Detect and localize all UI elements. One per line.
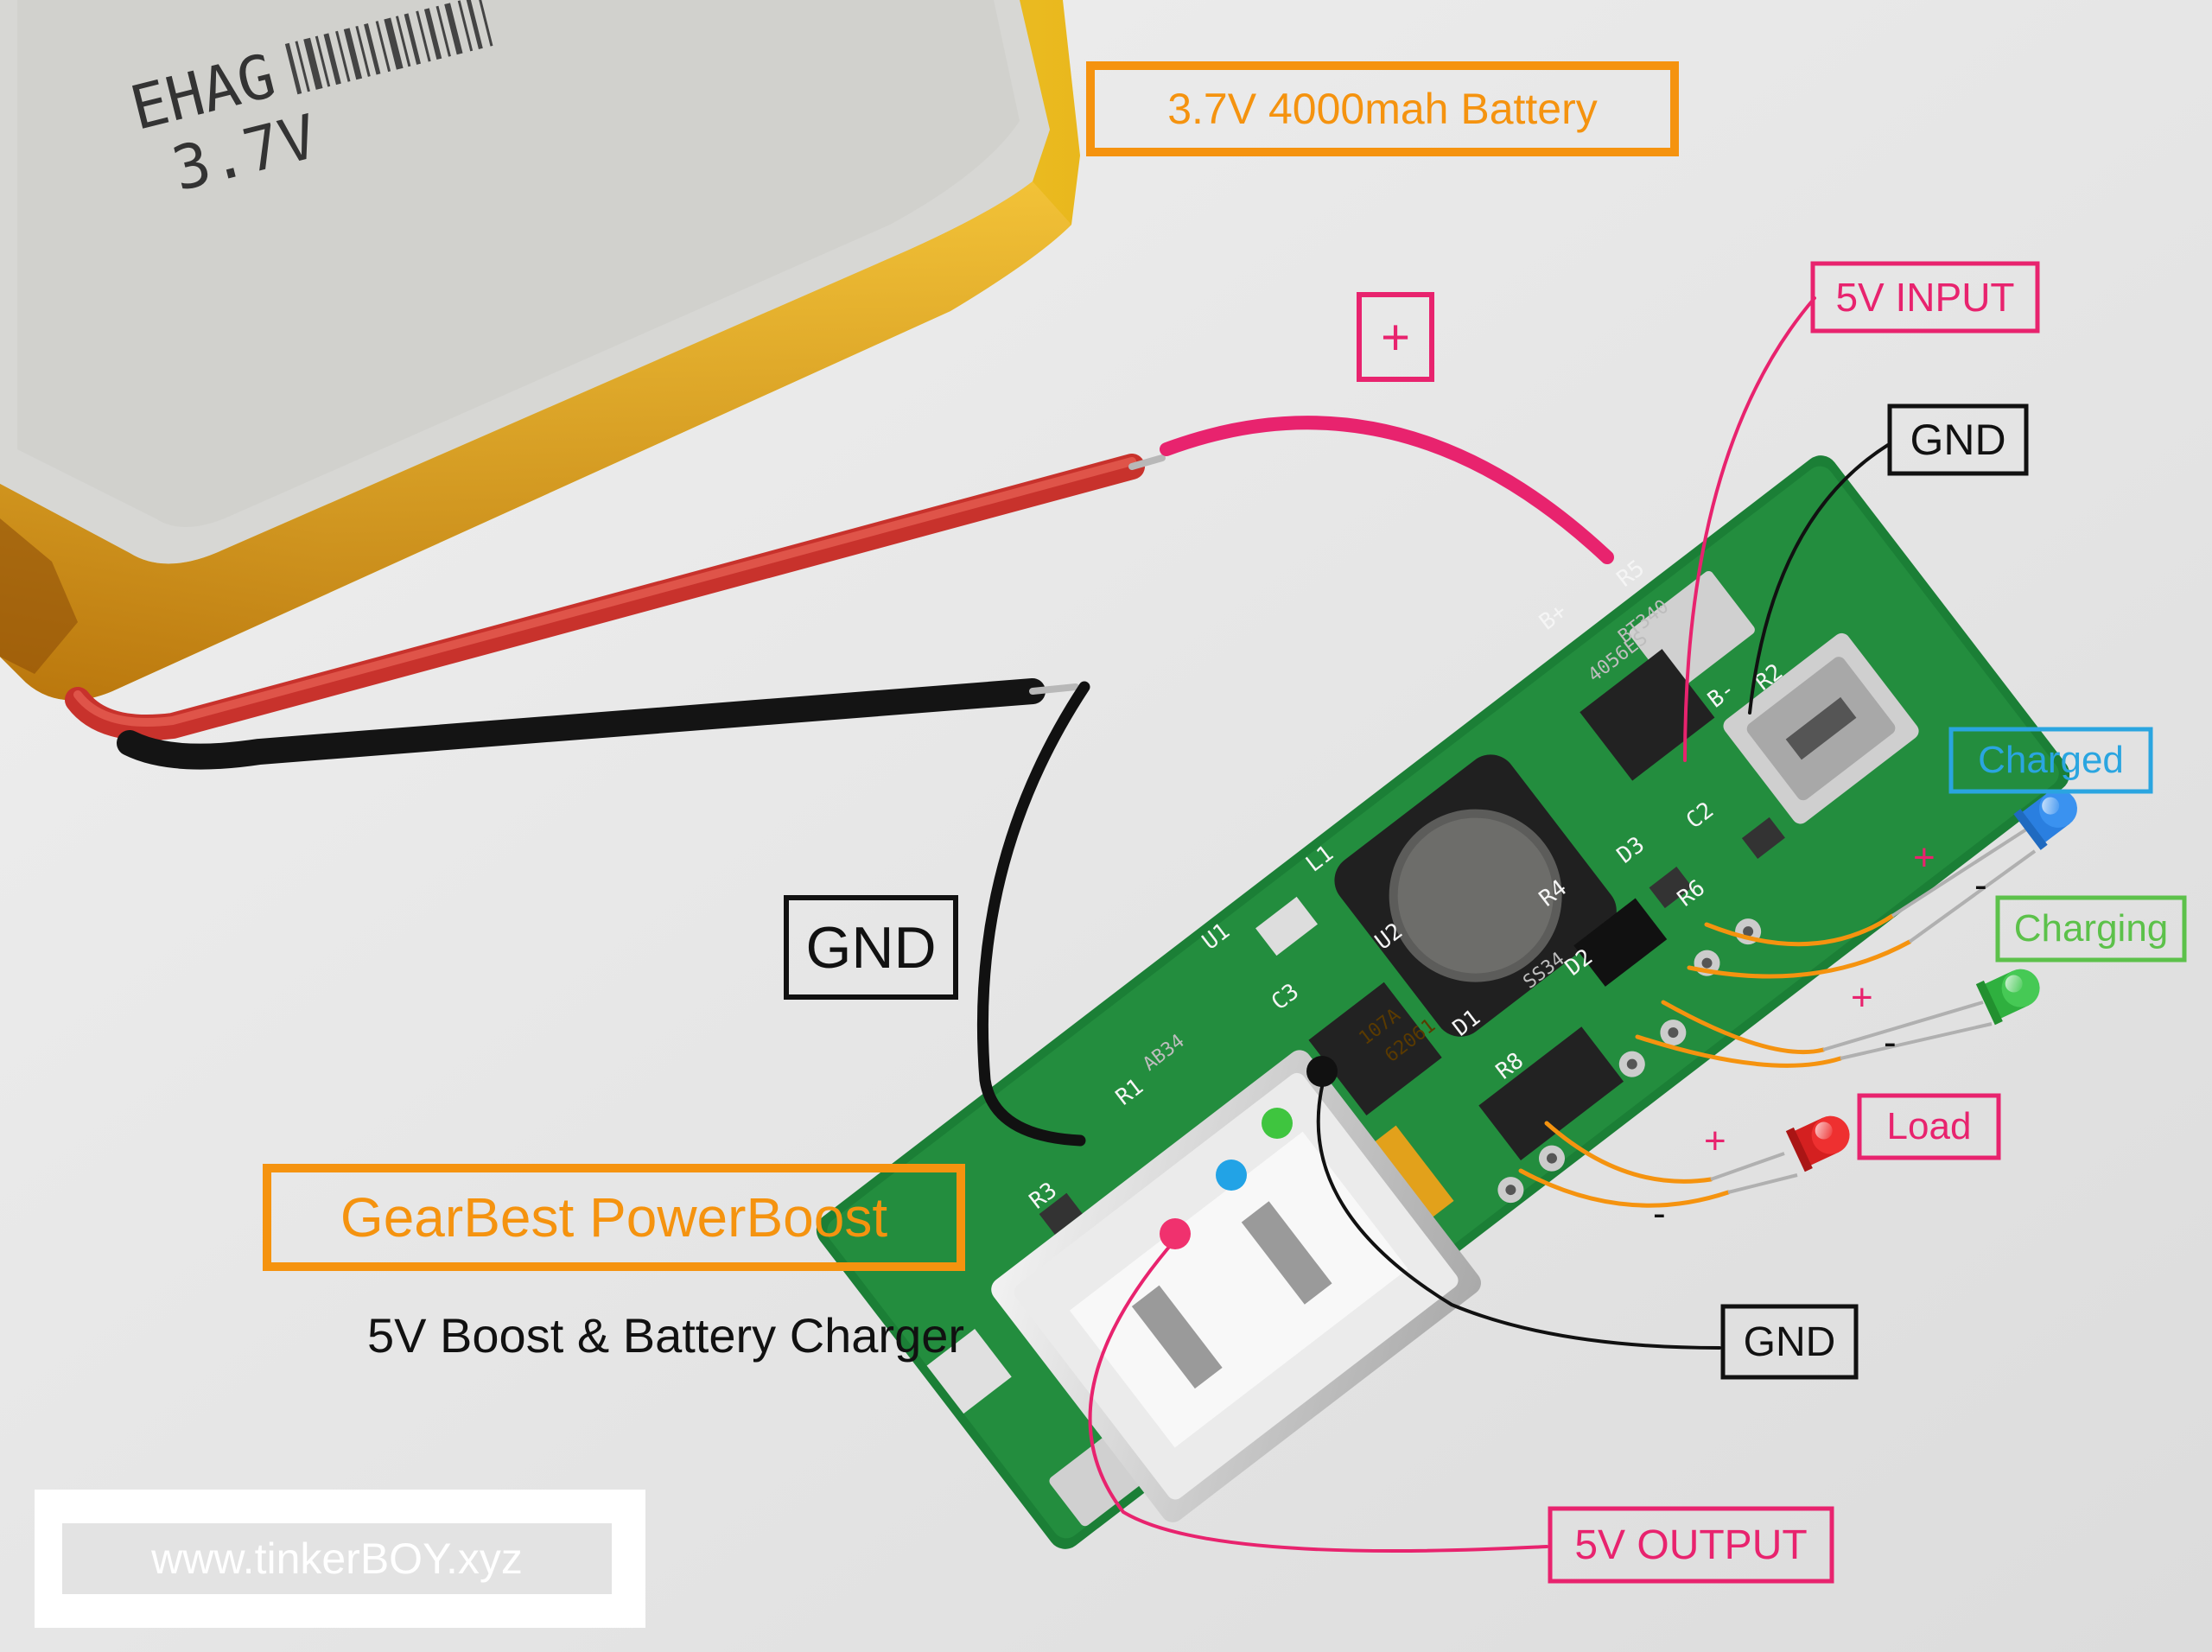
label-frames: [263, 61, 2187, 1584]
battery-leads: [65, 454, 1166, 770]
charged-label: Charged: [1978, 739, 2124, 781]
charging-minus-sign: -: [1884, 1021, 1897, 1064]
output-leader: [1088, 1238, 1548, 1553]
gnd-top-label: GND: [1910, 416, 2006, 464]
charging-plus-sign: +: [1851, 976, 1873, 1019]
product-name-label: GearBest PowerBoost: [340, 1186, 888, 1249]
battery-title-label: 3.7V 4000mah Battery: [1167, 85, 1598, 133]
gnd-left-leader: [976, 681, 1090, 1147]
input-leader: [1683, 296, 1816, 762]
pin-markers: [1160, 1056, 1338, 1249]
gnd-top-leader: [1748, 443, 1890, 715]
charged-minus-sign: -: [1974, 864, 1987, 906]
load-led: [1710, 1115, 1850, 1194]
black-marker: [1306, 1056, 1338, 1087]
gnd-bottom-label: GND: [1743, 1318, 1836, 1365]
battery-printing: EHAG 3.7V: [124, 0, 493, 205]
gnd-left-label: GND: [805, 914, 937, 981]
subtitle-text: 5V Boost & Battery Charger: [367, 1308, 965, 1363]
website-box: [62, 1523, 612, 1594]
load-minus-sign: -: [1653, 1192, 1666, 1235]
load-plus-sign: +: [1704, 1120, 1726, 1162]
charged-plus-sign: +: [1913, 836, 1936, 879]
lipo-battery: EHAG 3.7V: [0, 0, 1080, 701]
charging-led: [1822, 969, 2040, 1060]
pink-marker: [1160, 1218, 1191, 1249]
charged-led: [1891, 789, 2077, 944]
website-text: www.tinkerBOY.xyz: [151, 1534, 523, 1583]
charging-label: Charging: [2013, 907, 2169, 950]
gnd-bottom-leader: [1316, 1085, 1721, 1350]
pcb-board: [816, 455, 2070, 1549]
annotation-leaders: [976, 296, 1912, 1553]
output-label: 5V OUTPUT: [1574, 1522, 1808, 1568]
green-marker: [1262, 1108, 1293, 1139]
input-label: 5V INPUT: [1835, 275, 2015, 320]
blue-marker: [1216, 1160, 1247, 1191]
plus-label: +: [1381, 308, 1410, 365]
plus-leader: [1160, 416, 1614, 564]
load-label: Load: [1886, 1105, 1972, 1147]
